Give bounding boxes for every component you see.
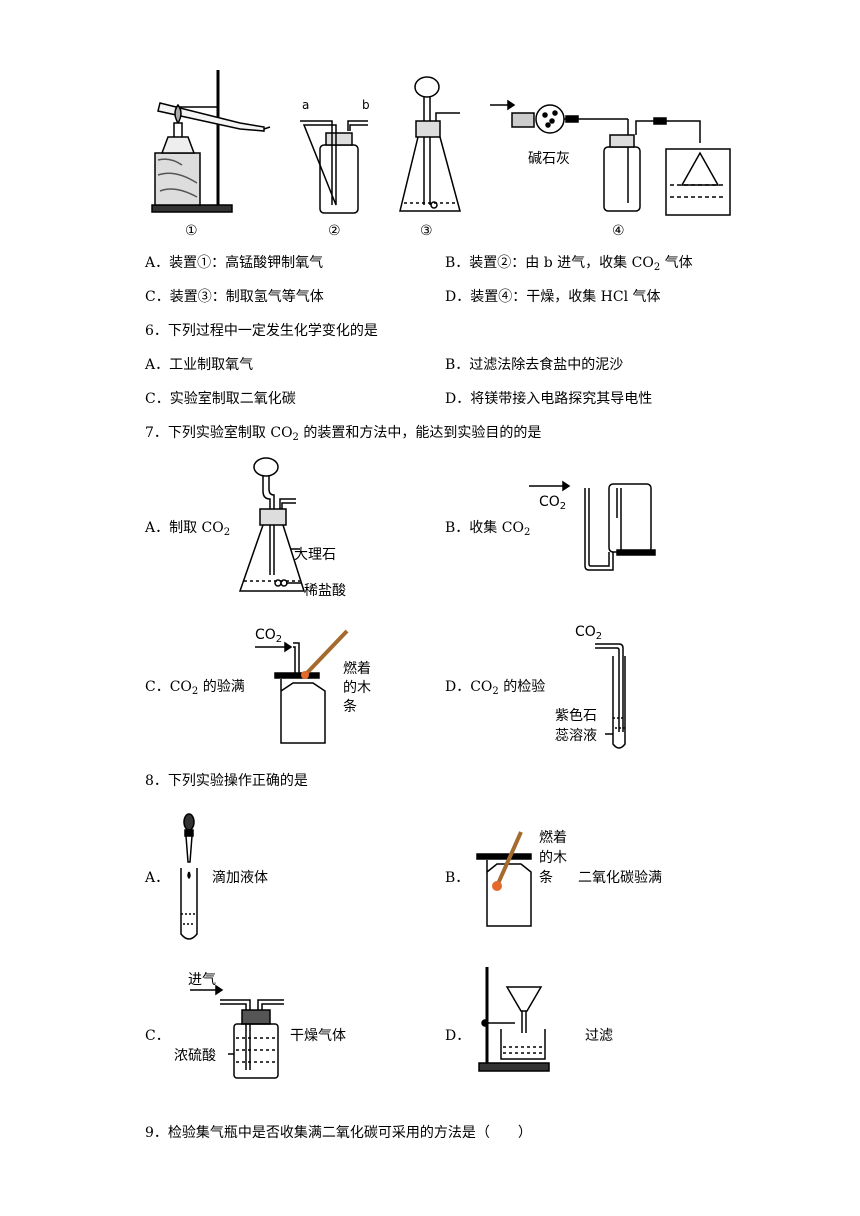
q8-b-diagram: 燃着 的木 条 (476, 829, 567, 927)
q8-option-d-letter: D． (445, 1028, 471, 1044)
q7-c-gas: CO2 (255, 627, 282, 645)
apparatus-label-4: ④ (612, 223, 625, 239)
q7-d-sub: 2 (492, 686, 499, 697)
apparatus-label-1: ① (185, 223, 198, 239)
q7-a-sub: 2 (223, 527, 231, 538)
q7-option-c-label: C．CO2 的验满 (145, 678, 245, 697)
q7-option-b-label: B．收集 CO2 (445, 519, 531, 538)
q7-a-pre: A．制取 CO (145, 520, 224, 536)
q8-b-stick-3: 条 (539, 869, 553, 886)
apparatus-1 (151, 70, 271, 213)
q7-b-gas: CO2 (539, 494, 566, 512)
q5-option-b-letter: B． (445, 255, 470, 271)
q7-b-diagram: CO2 (529, 480, 656, 571)
q7-d-diagram: CO2 紫色石 蕊溶液 (555, 624, 626, 749)
q6-option-d: D．将镁带接入电路探究其导电性 (445, 391, 653, 407)
label-soda-lime: 碱石灰 (528, 151, 570, 167)
q6-stem: 6．下列过程中一定发生化学变化的是 (145, 323, 378, 339)
q9-stem: 9．检验集气瓶中是否收集满二氧化碳可采用的方法是（ ） (145, 1125, 532, 1141)
q6-option-b: B．过滤法除去食盐中的泥沙 (445, 357, 624, 373)
q7-a-diagram: 大理石 稀盐酸 (238, 457, 346, 599)
q7-a-acid: 稀盐酸 (304, 583, 346, 599)
q6-option-c: C．实验室制取二氧化碳 (145, 391, 296, 407)
q8-d-caption: 过滤 (585, 1028, 613, 1044)
q7-c-post: 的验满 (198, 679, 245, 695)
q8-c-diagram: 进气 浓硫酸 (174, 972, 284, 1079)
q8-option-c-letter: C． (145, 1028, 170, 1044)
q5-option-d-text: 装置④：干燥，收集 HCl 气体 (470, 289, 661, 305)
q5-option-c: C．装置③：制取氢气等气体 (145, 288, 324, 306)
q7-stem: 7．下列实验室制取 CO2 的装置和方法中，能达到实验目的的是 (145, 424, 542, 443)
apparatus-2 (300, 120, 368, 214)
q7-c-pre: C．CO (145, 679, 192, 695)
q7-b-sub: 2 (523, 527, 531, 538)
q5-option-b-post: 气体 (660, 255, 693, 271)
q8-b-caption: 二氧化碳验满 (578, 870, 662, 886)
q5-option-d: D．装置④：干燥，收集 HCl 气体 (445, 288, 661, 306)
q7-d-litmus-1: 紫色石 (555, 707, 597, 724)
q5-option-a-letter: A． (145, 255, 170, 271)
q7-d-gas: CO2 (575, 624, 602, 642)
apparatus-label-2: ② (328, 223, 341, 239)
q7-c-diagram: CO2 燃着 的木 条 (255, 627, 371, 744)
q7-c-stick-1: 燃着 (343, 660, 371, 677)
q6-option-a: A．工业制取氧气 (145, 357, 254, 373)
apparatus-4 (490, 99, 731, 216)
q7-b-pre: B．收集 CO (445, 520, 524, 536)
q7-stem-sub: 2 (292, 432, 299, 443)
q8-b-stick-1: 燃着 (539, 829, 567, 846)
q7-stem-post: 的装置和方法中，能达到实验目的的是 (298, 425, 542, 441)
q7-stem-pre: 7．下列实验室制取 CO (145, 425, 293, 441)
q5-option-b-pre: 装置②：由 b 进气，收集 CO (469, 255, 654, 271)
q5-apparatus-figure: a b 碱石灰 ① ② ③ ④ (151, 70, 731, 239)
q5-option-b: B．装置②：由 b 进气，收集 CO2 气体 (445, 254, 693, 273)
q5-option-c-text: 装置③：制取氢气等气体 (169, 289, 324, 305)
q8-a-caption: 滴加液体 (212, 870, 268, 886)
apparatus-3 (399, 76, 460, 212)
q8-option-b-letter: B． (445, 870, 470, 886)
q8-b-stick-2: 的木 (539, 850, 567, 866)
apparatus-label-3: ③ (420, 223, 433, 239)
q7-d-litmus-2: 蕊溶液 (555, 728, 597, 744)
q8-stem: 8．下列实验操作正确的是 (145, 773, 308, 789)
q5-option-a-text: 装置①：高锰酸钾制氧气 (169, 255, 324, 271)
label-b: b (362, 98, 370, 112)
q7-d-pre: D．CO (445, 679, 493, 695)
q8-c-gas-in: 进气 (188, 972, 216, 988)
q7-c-stick-2: 的木 (343, 680, 371, 696)
label-a: a (302, 98, 309, 112)
q7-c-stick-3: 条 (343, 698, 357, 715)
q5-option-a: A．装置①：高锰酸钾制氧气 (145, 254, 323, 272)
q5-option-c-letter: C． (145, 289, 170, 305)
q8-c-caption: 干燥气体 (290, 1028, 346, 1044)
q8-option-a-letter: A． (145, 870, 170, 886)
q8-c-acid: 浓硫酸 (174, 1048, 216, 1064)
q8-a-diagram (180, 813, 198, 940)
q7-a-marble: 大理石 (294, 547, 336, 563)
q8-d-diagram (478, 967, 550, 1072)
q5-option-b-sub: 2 (653, 262, 661, 273)
q7-option-d-label: D．CO2 的检验 (445, 678, 546, 697)
q7-option-a-label: A．制取 CO2 (145, 519, 231, 538)
q7-c-sub: 2 (191, 686, 199, 697)
q5-option-d-letter: D． (445, 289, 471, 305)
q7-d-post: 的检验 (498, 679, 546, 695)
